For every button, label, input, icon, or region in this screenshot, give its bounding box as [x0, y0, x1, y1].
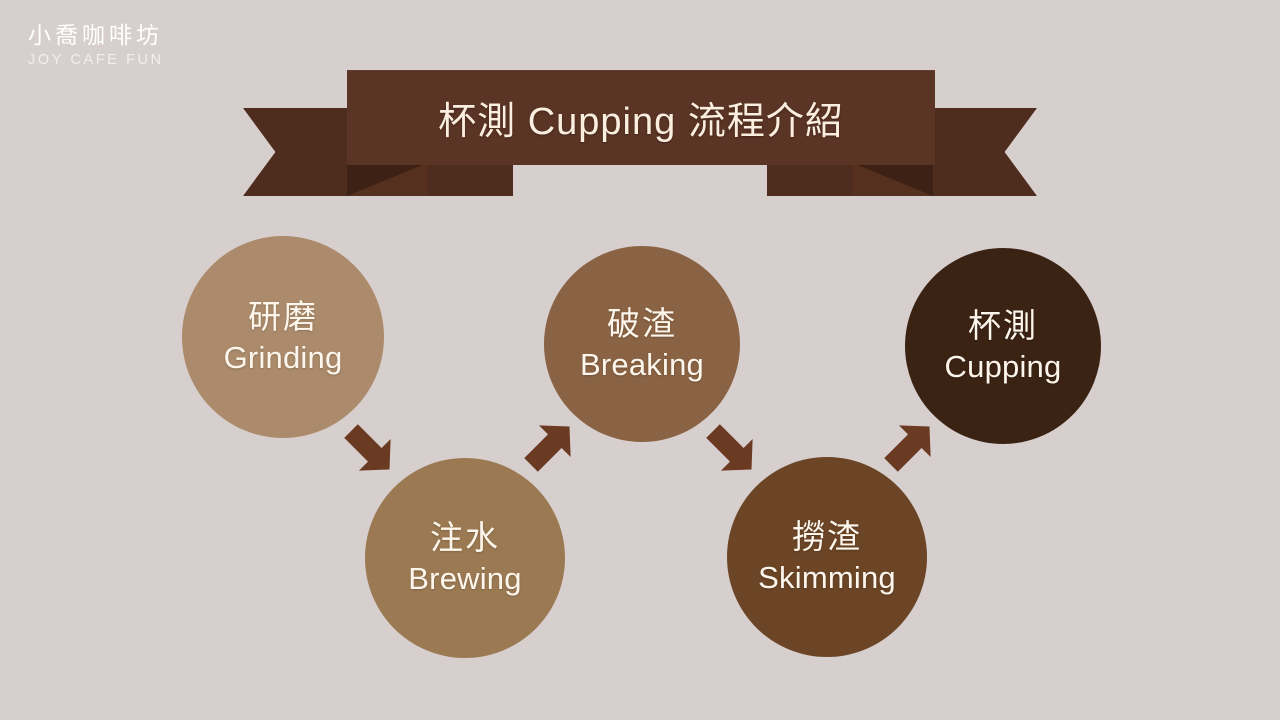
- flow-step-label-cn: 注水: [430, 518, 500, 556]
- flow-step-grinding[interactable]: 研磨 Grinding: [182, 236, 384, 438]
- flow-step-label-cn: 撈渣: [792, 517, 862, 555]
- arrow-grinding-to-brewing-icon: [328, 408, 408, 488]
- arrow-brewing-to-breaking-icon: [508, 408, 588, 488]
- flow-step-label-en: Breaking: [580, 346, 704, 382]
- arrow-breaking-to-skimming-icon: [690, 408, 770, 488]
- flow-step-label-en: Brewing: [408, 560, 522, 596]
- flow-step-label-cn: 杯測: [968, 306, 1038, 344]
- flow-step-breaking[interactable]: 破渣 Breaking: [544, 246, 740, 442]
- flow-step-label-en: Cupping: [944, 348, 1062, 384]
- ribbon-fold-left: [347, 163, 427, 196]
- arrow-skimming-to-cupping-icon: [868, 408, 948, 488]
- flow-step-brewing[interactable]: 注水 Brewing: [365, 458, 565, 658]
- brand-name-chinese: 小喬咖啡坊: [28, 22, 163, 48]
- flow-step-label-en: Skimming: [758, 559, 896, 595]
- flow-step-skimming[interactable]: 撈渣 Skimming: [727, 457, 927, 657]
- flow-step-label-cn: 研磨: [248, 297, 318, 335]
- brand-name-english: JOY CAFE FUN: [28, 52, 164, 69]
- ribbon-band: [347, 70, 935, 165]
- ribbon-fold-right: [853, 163, 933, 196]
- brand-logo: 小喬咖啡坊 JOY CAFE FUN: [28, 22, 164, 70]
- flow-step-label-en: Grinding: [223, 339, 343, 375]
- page-title: 杯測 Cupping 流程介紹: [438, 101, 844, 143]
- title-ribbon: 杯測 Cupping 流程介紹: [243, 68, 1037, 198]
- flow-step-cupping[interactable]: 杯測 Cupping: [905, 248, 1101, 444]
- flow-step-label-cn: 破渣: [607, 304, 677, 342]
